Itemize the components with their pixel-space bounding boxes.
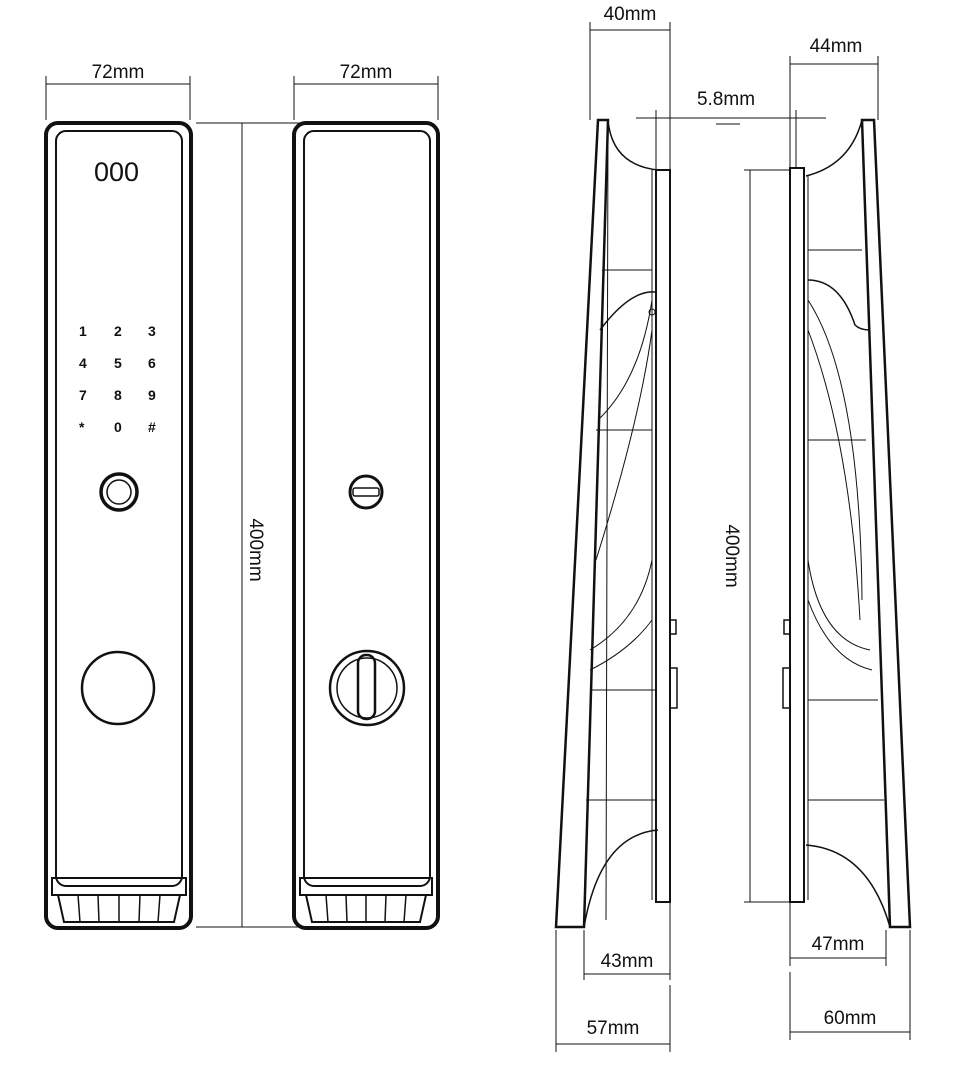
key-3[interactable]: 3 xyxy=(148,323,156,339)
outer-depth-base-dimension: 57mm xyxy=(555,930,671,1052)
inner-depth-bottom-dimension: 47mm xyxy=(789,902,887,966)
thumb-turn-icon xyxy=(348,474,384,510)
front-width-dimension: 72mm xyxy=(45,62,191,120)
inner-depth-top-label: 44mm xyxy=(810,36,863,57)
key-9[interactable]: 9 xyxy=(148,387,156,403)
outer-depth-bottom-label: 43mm xyxy=(601,951,654,972)
key-7[interactable]: 7 xyxy=(79,387,87,403)
front-panel: 000 1 2 3 4 5 6 7 8 9 * 0 # xyxy=(44,121,193,930)
side-view-outer xyxy=(554,118,678,929)
outer-depth-bottom-dimension: 43mm xyxy=(583,902,671,980)
outer-depth-top-label: 40mm xyxy=(604,4,657,25)
inner-depth-top-dimension: 44mm xyxy=(789,36,879,168)
key-8[interactable]: 8 xyxy=(114,387,122,403)
key-5[interactable]: 5 xyxy=(114,355,122,371)
key-hash[interactable]: # xyxy=(148,419,156,435)
plate-thickness-dimension: 5.8mm xyxy=(636,89,826,170)
outer-depth-top-dimension: 40mm xyxy=(589,4,671,170)
key-0[interactable]: 0 xyxy=(114,419,122,435)
side-height-label: 400mm xyxy=(721,524,742,587)
key-4[interactable]: 4 xyxy=(79,355,87,371)
back-width-dimension: 72mm xyxy=(293,62,439,120)
front-height-dimension: 400mm xyxy=(196,122,300,928)
inner-depth-base-dimension: 60mm xyxy=(789,930,911,1040)
front-height-label: 400mm xyxy=(245,518,266,581)
back-panel xyxy=(292,121,440,930)
key-star[interactable]: * xyxy=(79,419,85,435)
side-height-dimension: 400mm xyxy=(721,169,790,903)
display-readout: 000 xyxy=(94,157,139,187)
knob-icon xyxy=(328,649,406,727)
plate-thickness-label: 5.8mm xyxy=(697,89,755,110)
fingerprint-sensor-icon xyxy=(99,472,139,512)
key-6[interactable]: 6 xyxy=(148,355,156,371)
keypad: 1 2 3 4 5 6 7 8 9 * 0 # xyxy=(79,323,156,435)
inner-depth-base-label: 60mm xyxy=(824,1008,877,1029)
key-1[interactable]: 1 xyxy=(79,323,87,339)
front-width-label: 72mm xyxy=(92,62,145,83)
outer-depth-base-label: 57mm xyxy=(587,1018,640,1039)
side-view-inner xyxy=(782,118,912,929)
key-2[interactable]: 2 xyxy=(114,323,122,339)
inner-depth-bottom-label: 47mm xyxy=(812,934,865,955)
handle-knob-icon xyxy=(80,650,156,726)
back-width-label: 72mm xyxy=(340,62,393,83)
